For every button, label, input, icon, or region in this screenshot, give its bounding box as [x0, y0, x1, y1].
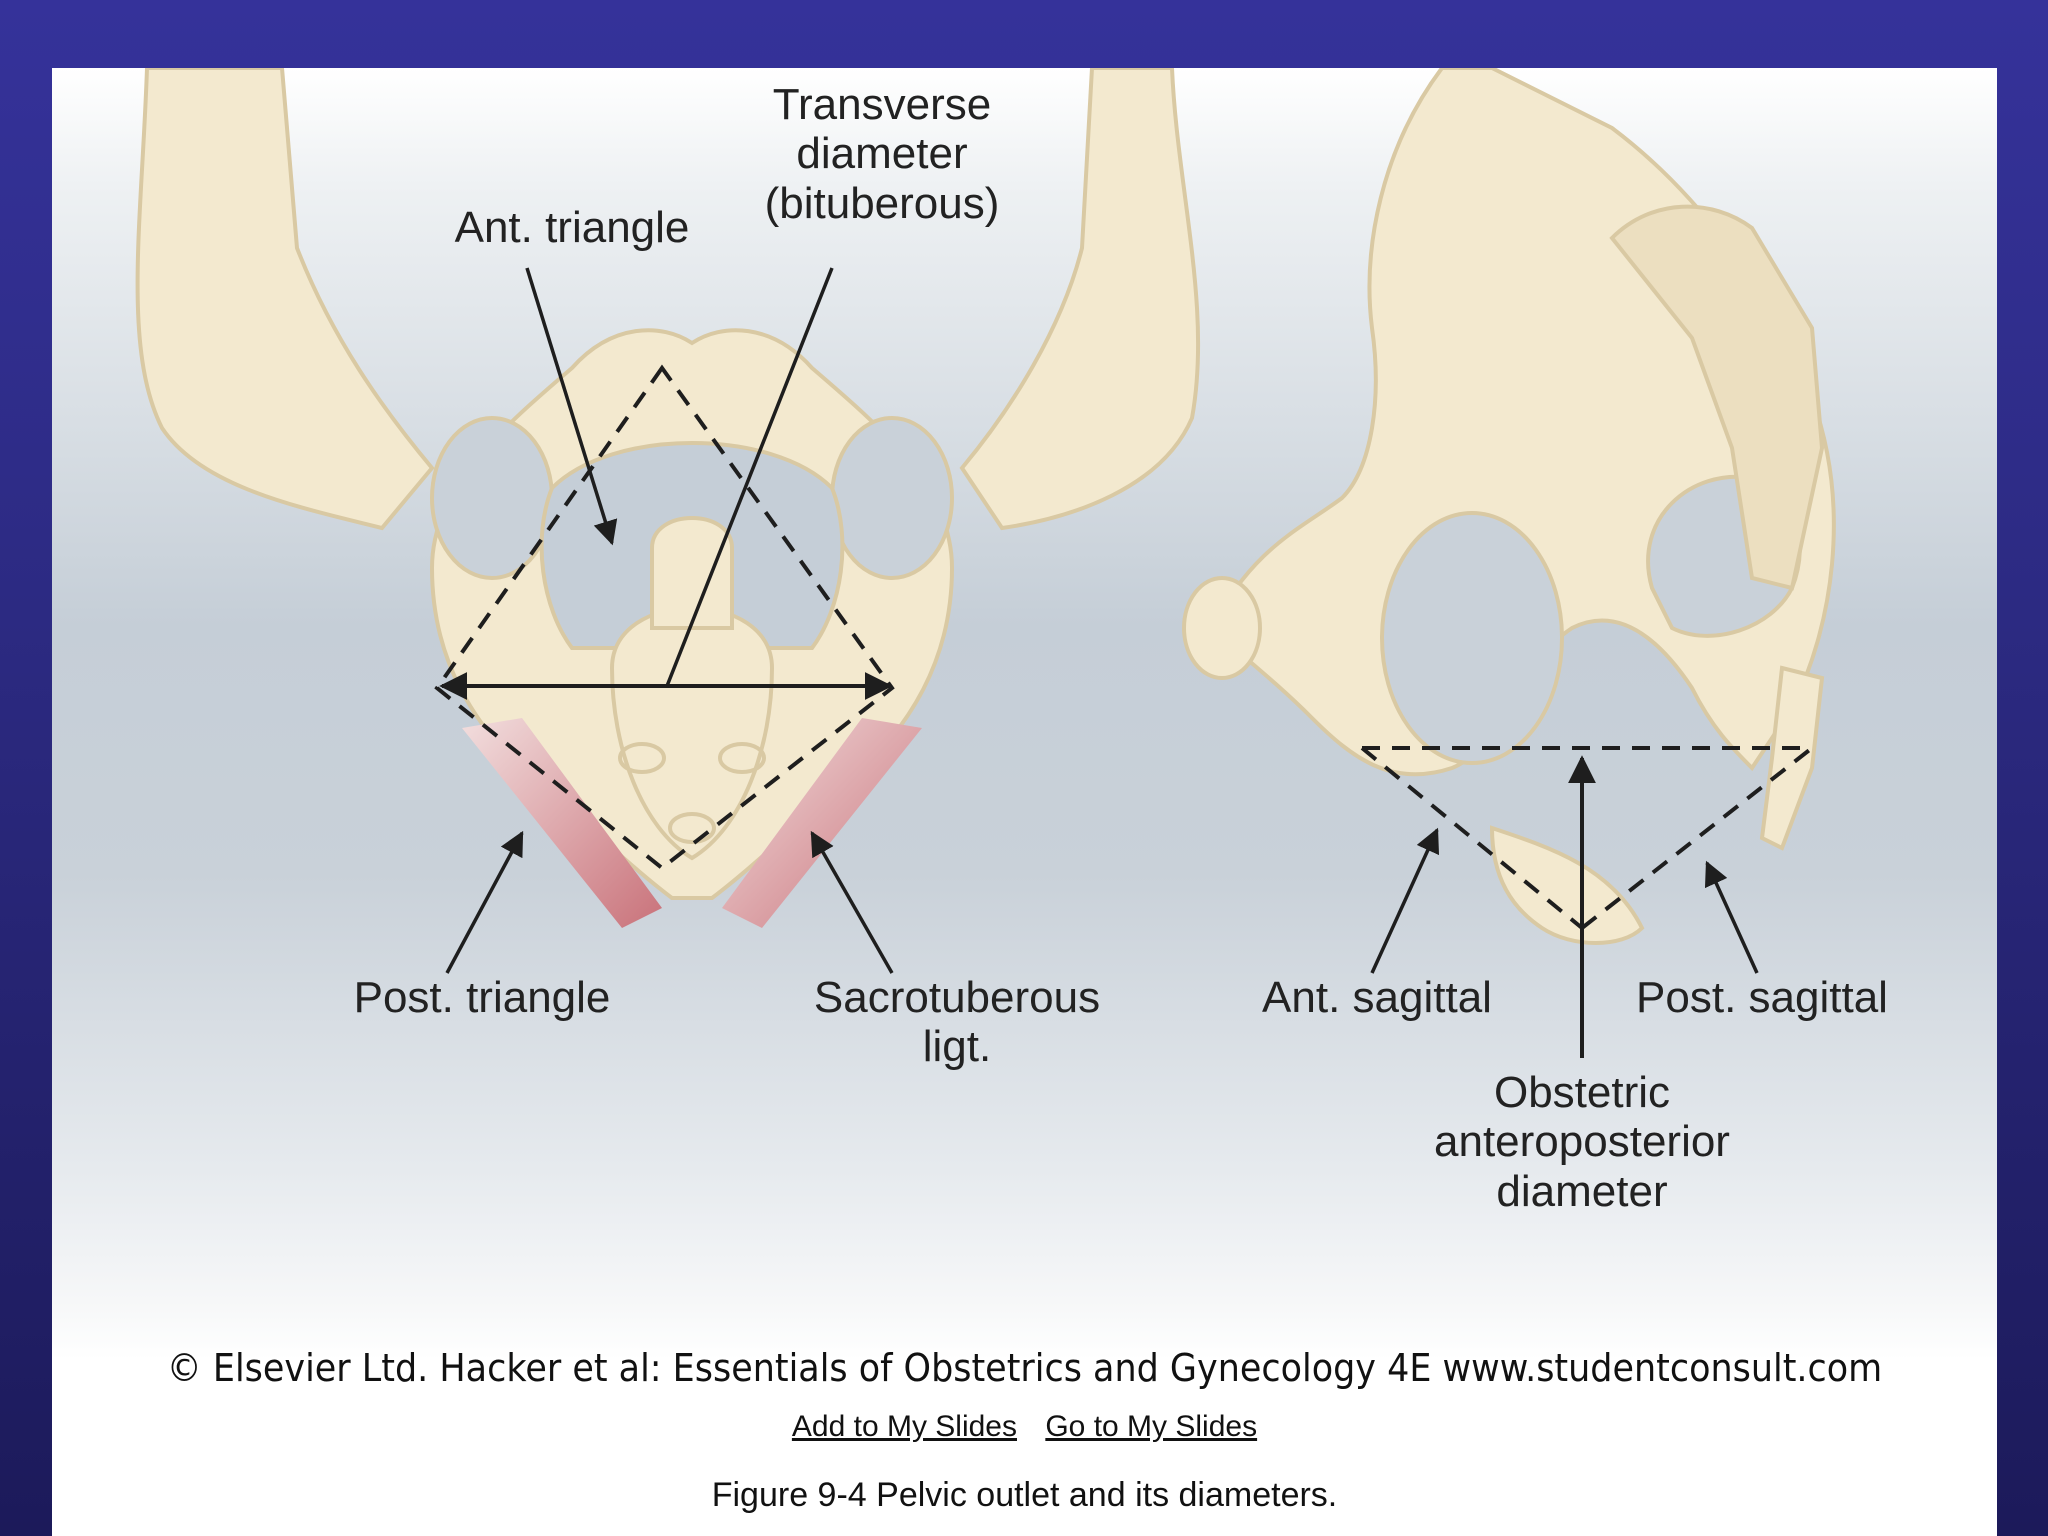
label-ant-triangle: Ant. triangle — [454, 203, 690, 252]
add-to-my-slides-link[interactable]: Add to My Slides — [791, 1410, 1017, 1443]
slide-links: Add to My Slides Go to My Slides — [52, 1410, 1997, 1444]
slide: Ant. triangle Transverse diameter (bitub… — [52, 68, 1997, 1536]
figure-caption: Figure 9-4 Pelvic outlet and its diamete… — [711, 1476, 1338, 1514]
pelvic-outlet-figure — [135, 68, 1836, 1058]
label-post-triangle: Post. triangle — [353, 973, 611, 1022]
leader-arrows-right — [1370, 827, 1759, 974]
leader-arrows-left — [445, 267, 894, 974]
sacrotuberous-ligaments — [462, 718, 922, 928]
label-obstetric-ap: Obstetric anteroposterior diameter — [1434, 1068, 1730, 1216]
copyright-notice: © Elsevier Ltd. Hacker et al: Essentials… — [166, 1346, 1883, 1390]
sagittal-lines — [1360, 746, 1814, 930]
go-to-my-slides-link[interactable]: Go to My Slides — [1045, 1410, 1258, 1443]
pelvis-lateral-view — [1182, 68, 1836, 945]
label-sacrotuberous: Sacrotuberous ligt. — [813, 973, 1101, 1072]
label-post-sagittal: Post. sagittal — [1636, 973, 1888, 1022]
label-ant-sagittal: Ant. sagittal — [1262, 973, 1492, 1022]
pelvis-inferior-view — [135, 68, 1201, 900]
label-transverse-diameter: Transverse diameter (bituberous) — [764, 80, 1000, 228]
